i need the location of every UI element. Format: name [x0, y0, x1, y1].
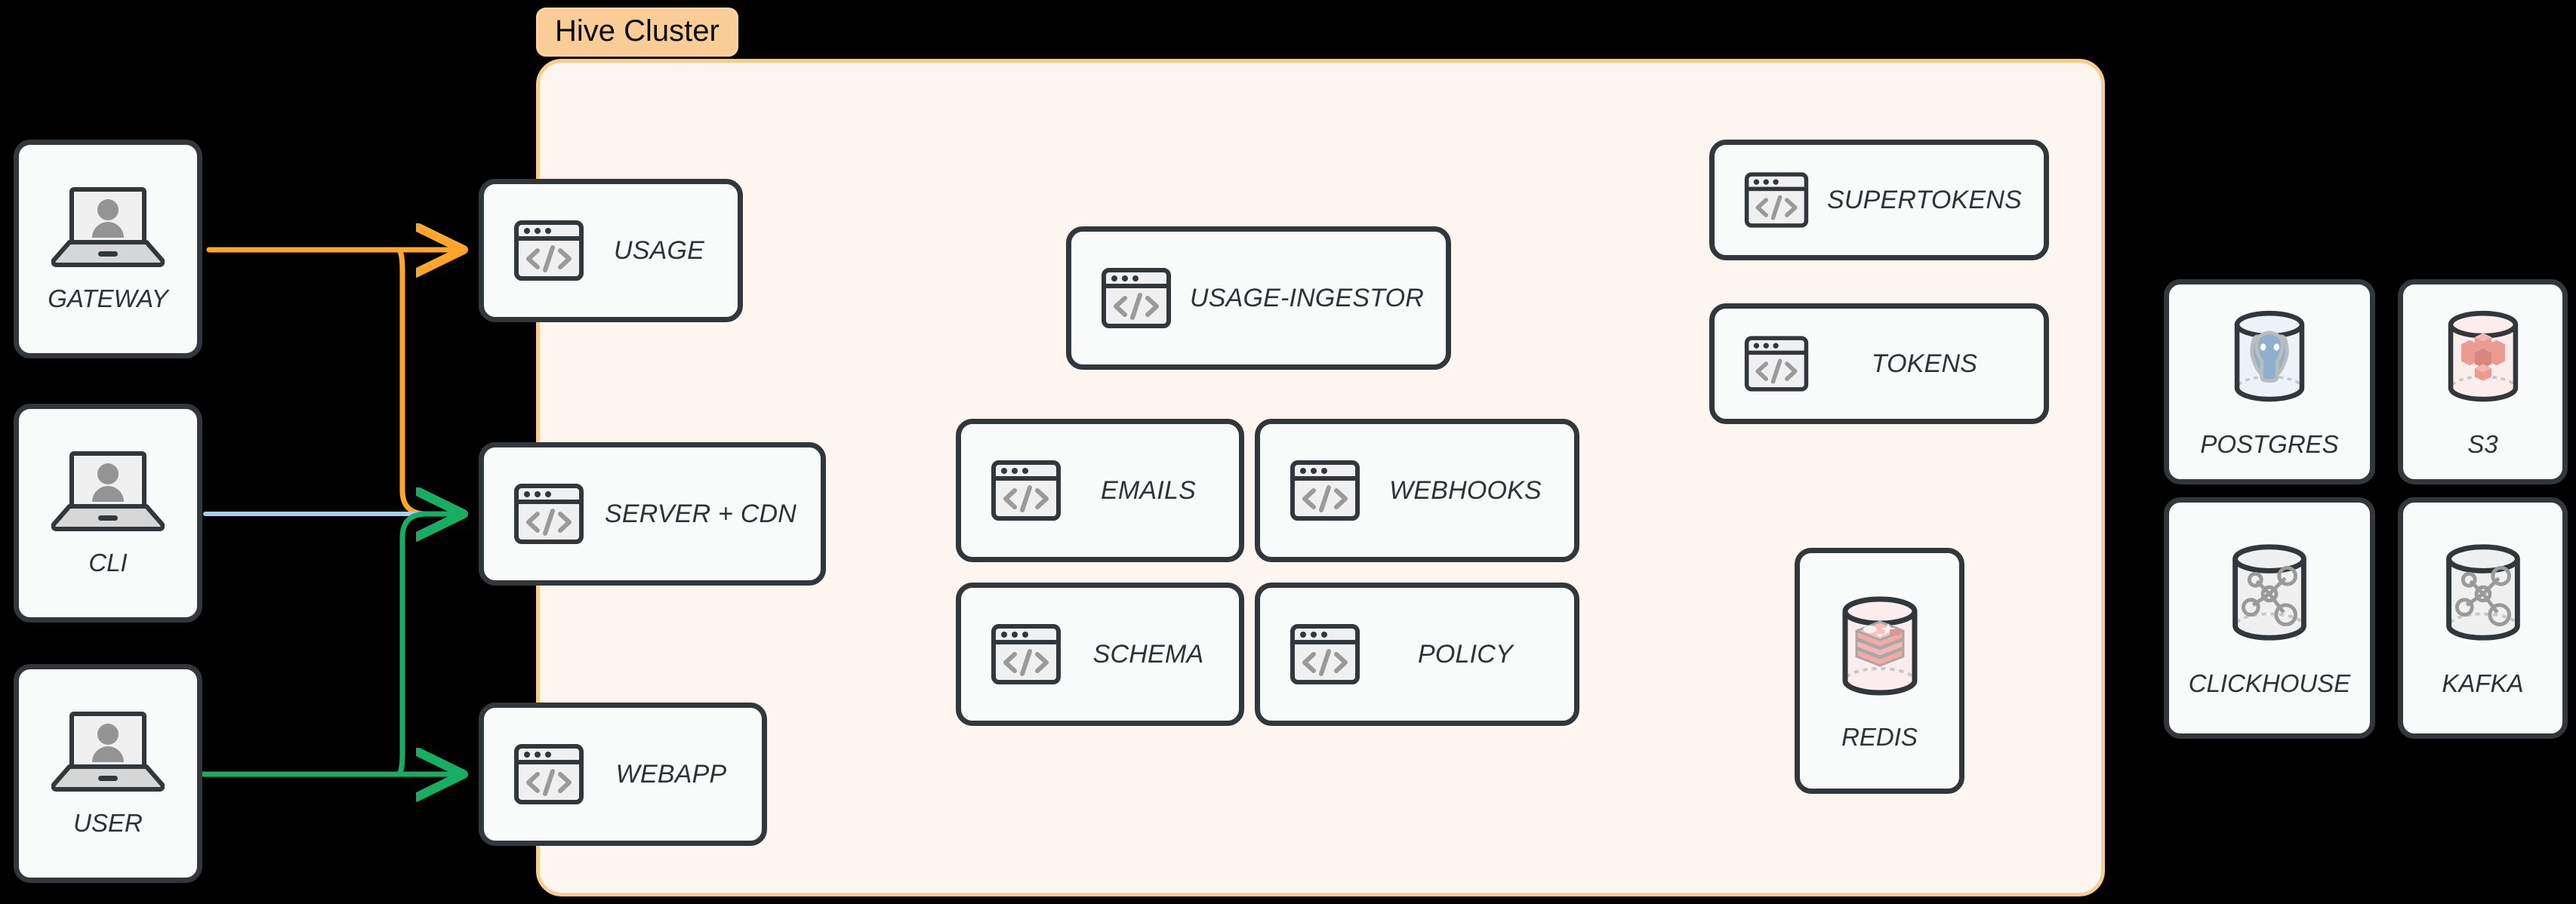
code-window-icon: [1100, 262, 1172, 334]
service-label: EMAILS: [1101, 475, 1196, 505]
service-label: WEBAPP: [615, 759, 727, 789]
actor-node-gateway[interactable]: GATEWAY: [14, 140, 202, 358]
service-label: USAGE-INGESTOR: [1189, 283, 1425, 312]
laptop-user-icon: [51, 185, 165, 268]
service-label: SCHEMA: [1092, 639, 1204, 669]
actor-node-user[interactable]: USER: [14, 664, 202, 883]
service-node-policy[interactable]: POLICY: [1255, 583, 1579, 726]
edge-gateway-to-server-cdn: [395, 247, 453, 514]
store-node-s3[interactable]: S3: [2398, 279, 2568, 484]
store-label: S3: [2467, 430, 2498, 458]
code-window-icon: [990, 454, 1062, 527]
network-cylinder-icon: [2214, 538, 2325, 650]
store-node-postgres[interactable]: POSTGRES: [2164, 279, 2375, 484]
hive-cluster-badge: Hive Cluster: [536, 8, 738, 57]
store-label: KAFKA: [2442, 669, 2524, 697]
code-window-icon: [990, 618, 1062, 690]
service-node-webhooks[interactable]: WEBHOOKS: [1255, 419, 1579, 562]
code-window-icon: [513, 738, 585, 810]
s3-cylinder-icon: [2430, 305, 2536, 410]
service-label: SERVER + CDN: [604, 499, 797, 528]
code-window-icon: [1289, 618, 1361, 690]
code-window-icon: [1743, 167, 1810, 233]
code-window-icon: [513, 478, 585, 550]
edge-user-to-server-cdn: [395, 514, 453, 777]
laptop-user-icon: [51, 709, 165, 792]
store-label: CLICKHOUSE: [2188, 669, 2351, 697]
service-node-schema[interactable]: SCHEMA: [956, 583, 1244, 726]
actor-node-cli[interactable]: CLI: [14, 404, 202, 623]
service-node-usage[interactable]: USAGE: [479, 179, 743, 322]
service-node-usage-ingestor[interactable]: USAGE-INGESTOR: [1066, 226, 1451, 370]
store-node-redis[interactable]: REDIS: [1795, 548, 1964, 794]
code-window-icon: [1743, 331, 1810, 397]
service-label: POLICY: [1418, 639, 1513, 669]
code-window-icon: [513, 214, 585, 287]
service-node-webapp[interactable]: WEBAPP: [479, 703, 767, 846]
redis-cylinder-icon: [1823, 590, 1937, 703]
actor-label: USER: [73, 809, 143, 837]
actor-label: GATEWAY: [48, 284, 168, 312]
store-node-clickhouse[interactable]: CLICKHOUSE: [2164, 497, 2375, 739]
store-label: POSTGRES: [2200, 430, 2339, 458]
service-node-emails[interactable]: EMAILS: [956, 419, 1244, 562]
laptop-user-icon: [51, 449, 165, 532]
network-cylinder-icon: [2427, 538, 2539, 650]
service-label: SUPERTOKENS: [1827, 185, 2022, 214]
store-node-kafka[interactable]: KAFKA: [2398, 497, 2568, 739]
service-label: TOKENS: [1871, 349, 1978, 378]
service-label: WEBHOOKS: [1389, 475, 1542, 505]
store-label: REDIS: [1841, 723, 1918, 751]
postgres-cylinder-icon: [2217, 305, 2322, 410]
service-label: USAGE: [613, 235, 705, 265]
actor-label: CLI: [88, 549, 128, 577]
code-window-icon: [1289, 454, 1361, 527]
service-node-server-cdn[interactable]: SERVER + CDN: [479, 442, 826, 586]
service-node-supertokens[interactable]: SUPERTOKENS: [1709, 140, 2049, 260]
service-node-tokens[interactable]: TOKENS: [1709, 303, 2049, 424]
